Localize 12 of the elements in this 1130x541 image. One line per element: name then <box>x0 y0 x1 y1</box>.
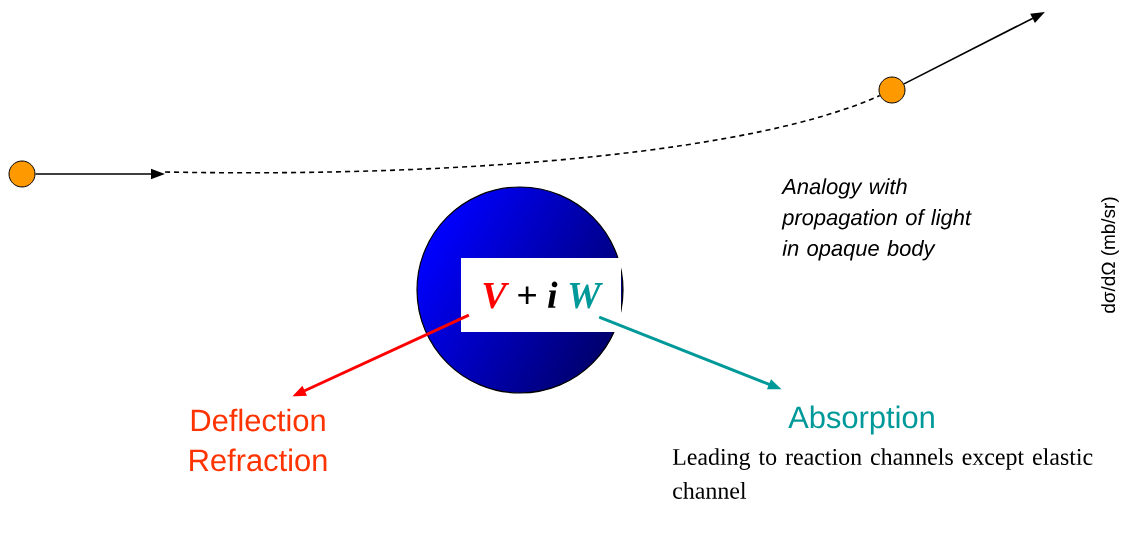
text-label: Absorption <box>788 405 934 435</box>
note-text: Analogy with propagation of light in opaque body <box>781 178 972 261</box>
axis-label: dσ/dΩ (mb/sr) <box>1101 197 1119 313</box>
node-label: + i <box>518 281 558 308</box>
caption-text: Leading to reaction channels except elastic channel <box>672 448 1093 499</box>
node-label: V <box>483 283 510 309</box>
text-label: Deflection Refraction <box>190 408 327 472</box>
nucleus-sphere <box>416 186 624 394</box>
node-label: W <box>569 283 603 309</box>
particle-circle <box>8 160 36 188</box>
formula-box: V + i W <box>461 258 621 332</box>
particle-circle <box>878 76 906 104</box>
